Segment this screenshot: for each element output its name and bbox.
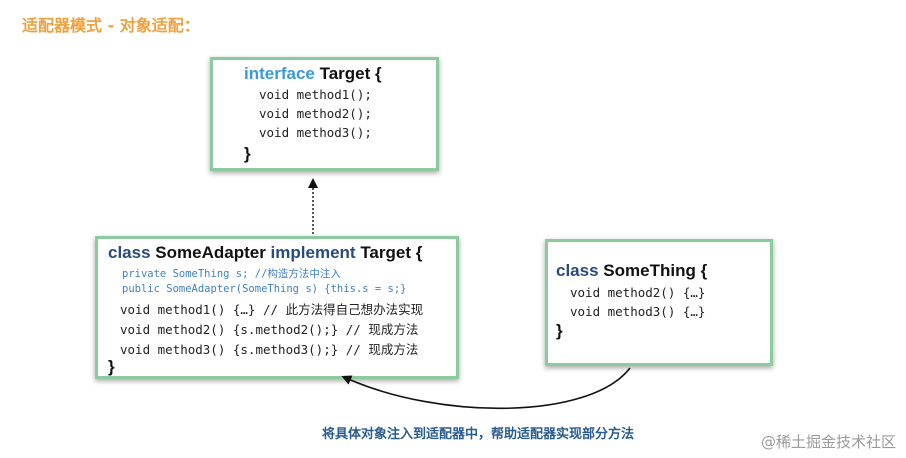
something-class-box: class SomeThing { void method2() {…} voi… (545, 239, 773, 366)
something-close-brace: } (556, 321, 563, 340)
something-name: SomeThing (603, 261, 696, 280)
adapter-open-brace: { (415, 243, 423, 262)
injection-curved-arrow (341, 367, 631, 410)
target-method-1: void method1(); (259, 87, 372, 102)
target-open-brace: { (375, 64, 382, 83)
something-open-brace: { (700, 261, 708, 280)
target-interface-box: interface Target { void method1(); void … (210, 57, 439, 171)
adapter-close-brace: } (108, 357, 115, 376)
class-keyword: class (108, 243, 151, 262)
something-header: class SomeThing { (556, 261, 707, 281)
adapter-header: class SomeAdapter implement Target { (108, 243, 422, 263)
injection-caption: 将具体对象注入到适配器中，帮助适配器实现部分方法 (322, 427, 635, 442)
implement-keyword: implement (270, 243, 356, 262)
adapter-class-box: class SomeAdapter implement Target { pri… (95, 236, 459, 379)
target-header: interface Target { (244, 64, 382, 84)
something-method-3: void method3() {…} (570, 304, 706, 319)
adapter-method-3: void method3() {s.method3();} // 现成方法 (120, 342, 419, 357)
adapter-method-2: void method2() {s.method2();} // 现成方法 (120, 322, 419, 337)
watermark: @稀土掘金技术社区 (760, 433, 896, 451)
interface-keyword: interface (244, 64, 315, 83)
adapter-interface-name: Target (360, 243, 412, 262)
adapter-field-line: private SomeThing s; //构造方法中注入 (122, 268, 341, 280)
something-method-2: void method2() {…} (570, 285, 706, 300)
adapter-method-1: void method1() {…} // 此方法得自己想办法实现 (120, 302, 424, 317)
adapter-name: SomeAdapter (155, 243, 266, 262)
target-method-3: void method3(); (259, 125, 372, 140)
target-name: Target (319, 64, 371, 83)
page-title: 适配器模式 - 对象适配： (22, 16, 200, 35)
adapter-constructor-line: public SomeAdapter(SomeThing s) {this.s … (122, 283, 407, 295)
target-close-brace: } (244, 144, 251, 163)
something-class-keyword: class (556, 261, 599, 280)
target-method-2: void method2(); (259, 106, 372, 121)
